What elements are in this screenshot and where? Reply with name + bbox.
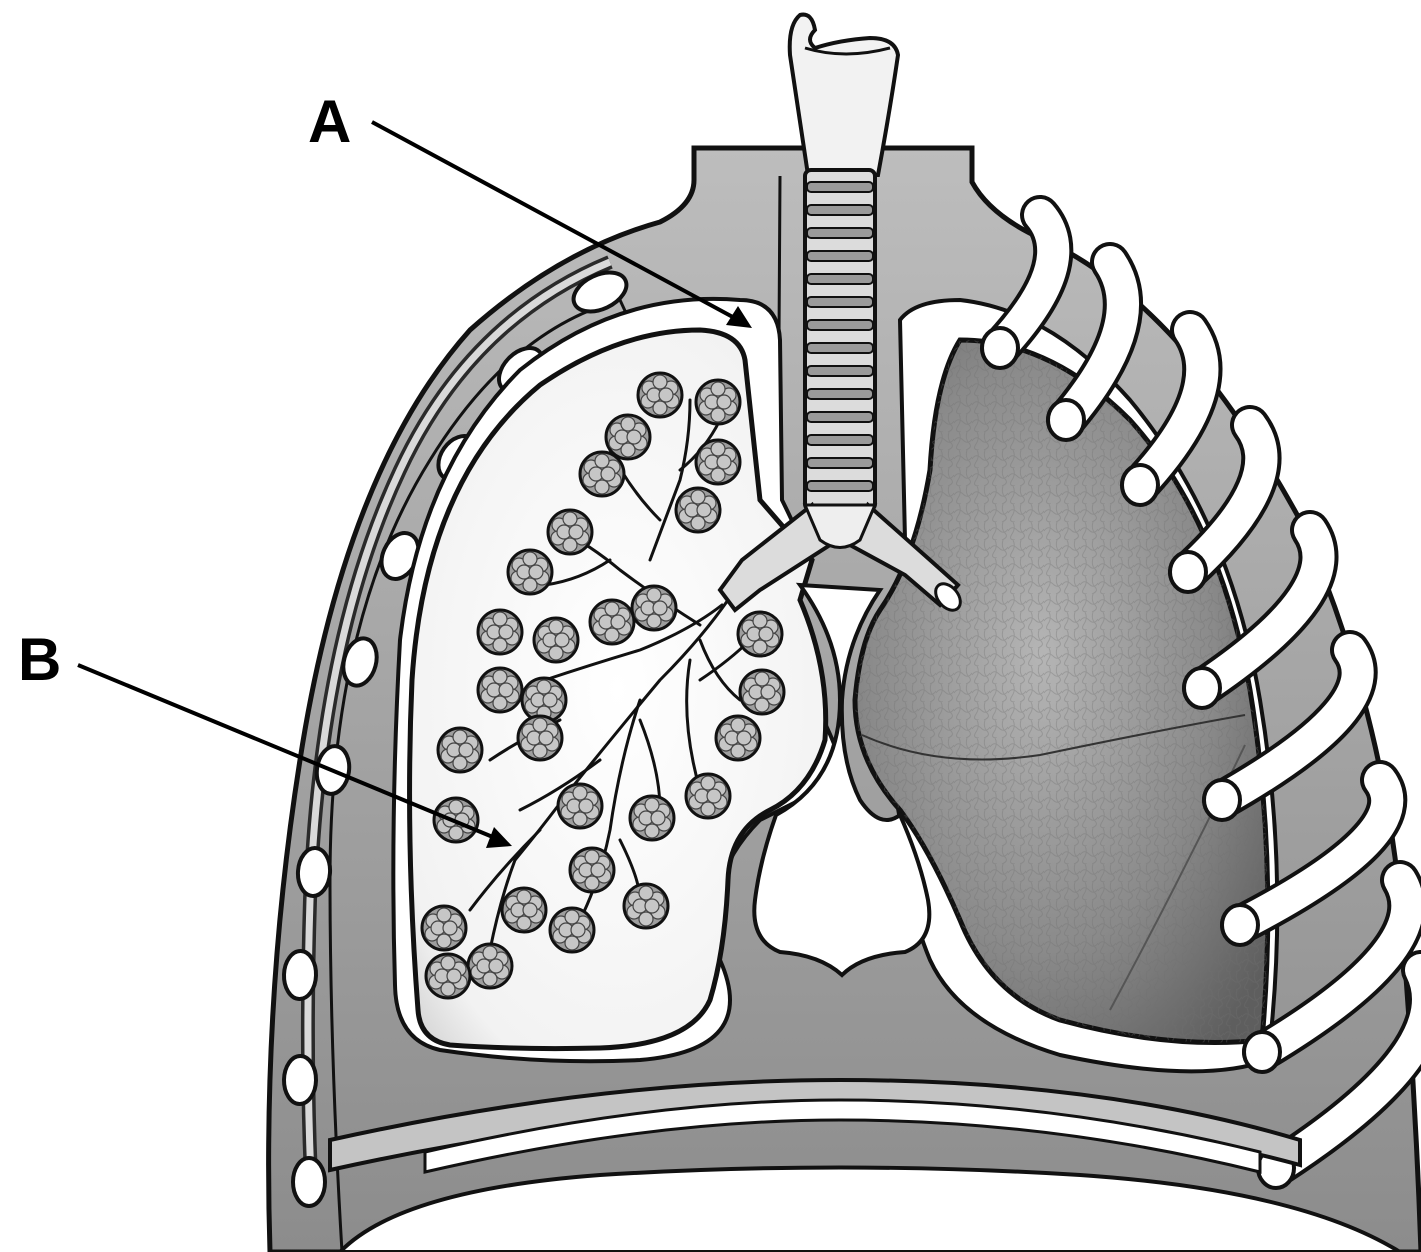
trachea-ring [807, 297, 873, 307]
rib-end [1122, 465, 1158, 505]
trachea-ring [807, 481, 873, 491]
trachea-ring [807, 435, 873, 445]
trachea-ring [807, 412, 873, 422]
alveolus-cluster [606, 415, 650, 459]
alveolus-cluster [590, 600, 634, 644]
trachea-ring [807, 458, 873, 468]
alveolus-cluster [548, 510, 592, 554]
trachea-ring [807, 251, 873, 261]
alveolus-cluster [478, 610, 522, 654]
alveolus-cluster [478, 668, 522, 712]
rib-section [293, 1158, 325, 1206]
rib-end [1222, 905, 1258, 945]
alveolus-cluster [632, 586, 676, 630]
alveolus-cluster [676, 488, 720, 532]
alveolus-cluster [570, 848, 614, 892]
trachea-ring [807, 366, 873, 376]
trachea-ring [807, 320, 873, 330]
alveolus-cluster [422, 906, 466, 950]
rib-section [296, 847, 331, 897]
alveolus-cluster [518, 716, 562, 760]
alveolus-cluster [738, 612, 782, 656]
rib-end [1184, 668, 1220, 708]
alveolus-cluster [438, 728, 482, 772]
alveolus-cluster [502, 888, 546, 932]
alveolus-cluster [696, 380, 740, 424]
alveolus-cluster [716, 716, 760, 760]
label-a: A [308, 88, 351, 155]
trachea [805, 170, 875, 510]
trachea-ring [807, 274, 873, 284]
rib-end [982, 328, 1018, 368]
alveolus-cluster [638, 373, 682, 417]
trachea-ring [807, 389, 873, 399]
label-b: B [18, 626, 61, 693]
rib-end [1048, 400, 1084, 440]
alveolus-cluster [558, 784, 602, 828]
rib-section [283, 950, 317, 999]
alveolus-cluster [534, 618, 578, 662]
alveolus-cluster [426, 954, 470, 998]
alveolus-cluster [740, 670, 784, 714]
trachea-ring [807, 228, 873, 238]
larynx [790, 15, 898, 175]
alveolus-cluster [624, 884, 668, 928]
alveolus-cluster [508, 550, 552, 594]
alveolus-cluster [468, 944, 512, 988]
rib-end [1170, 552, 1206, 592]
rib-section [284, 1056, 317, 1105]
rib-end [1244, 1032, 1280, 1072]
rib-end [1204, 780, 1240, 820]
alveolus-cluster [630, 796, 674, 840]
alveolus-cluster [550, 908, 594, 952]
alveolus-cluster [580, 452, 624, 496]
trachea-ring [807, 343, 873, 353]
trachea-ring [807, 205, 873, 215]
alveolus-cluster [696, 440, 740, 484]
alveolus-cluster [686, 774, 730, 818]
trachea-ring [807, 182, 873, 192]
